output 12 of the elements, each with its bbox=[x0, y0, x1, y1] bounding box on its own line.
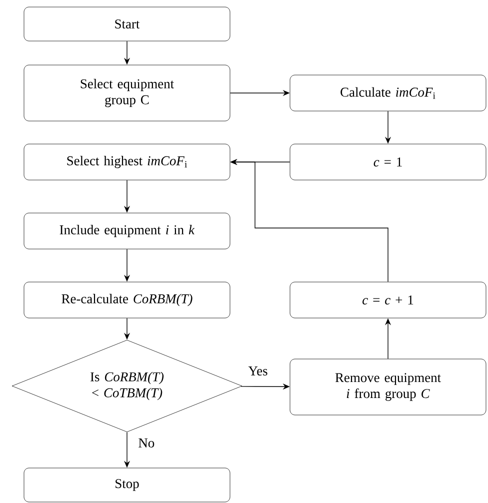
process-box: Select highest imCoF$_{i}$ bbox=[24, 144, 230, 180]
edge-label: Yes bbox=[247, 366, 269, 376]
process-box: Select equipment group C bbox=[24, 64, 230, 122]
process-box: Include equipment i in k bbox=[24, 212, 230, 250]
edge-label: No bbox=[137, 438, 156, 448]
process-box: Calculate imCoF$_{i}$ bbox=[290, 74, 486, 112]
process-box: c = 1 bbox=[290, 144, 486, 180]
process-box: Start bbox=[24, 6, 230, 42]
process-box: Remove equipment i from group C bbox=[290, 358, 486, 416]
process-box: Stop bbox=[24, 468, 230, 502]
process-box: c = c + 1 bbox=[290, 282, 486, 318]
process-box: Re-calculate CoRBM(T) bbox=[24, 282, 230, 318]
